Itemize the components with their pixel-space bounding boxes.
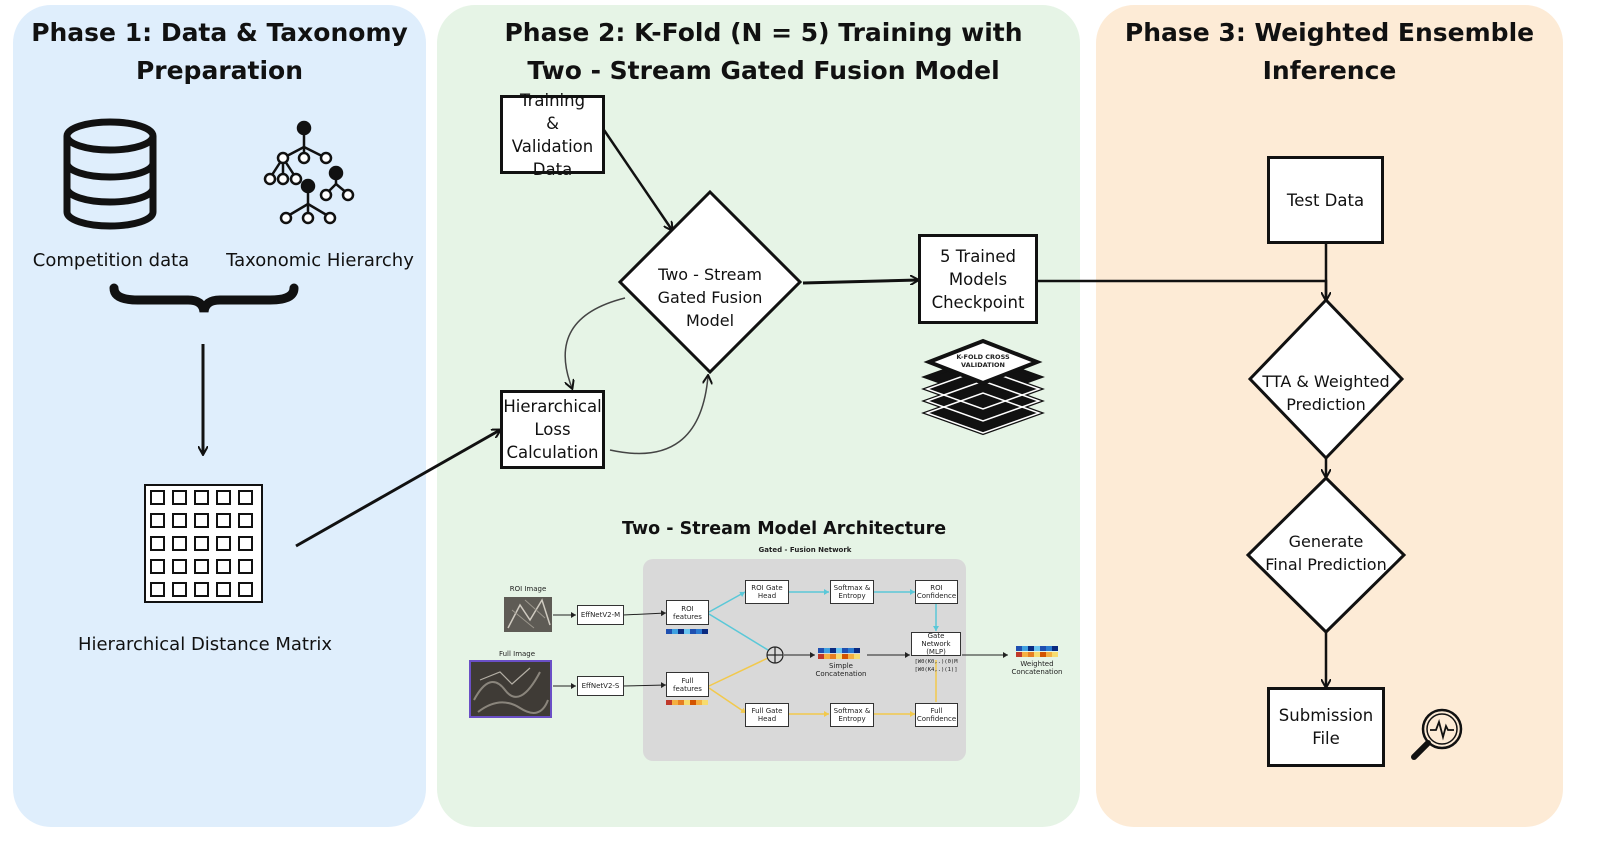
arrow-training-to-model	[602, 129, 672, 230]
roi-gate-head-box: ROI Gate Head	[745, 580, 789, 604]
taxonomic-hierarchy-label: Taxonomic Hierarchy	[226, 250, 414, 271]
distance-matrix-label: Hierarchical Distance Matrix	[77, 634, 333, 655]
simple-concat-label: Simple Concatenation	[815, 662, 867, 678]
roi-feature-strip	[666, 629, 708, 634]
gate-network-box: Gate Network (MLP)	[911, 632, 961, 656]
hierarchy-tree-icon	[263, 120, 355, 225]
effnet-s-box: EffNetV2-S	[577, 676, 624, 696]
phase1-title: Phase 1: Data & Taxonomy Preparation	[31, 18, 408, 85]
test-data-box: Test Data	[1267, 156, 1384, 244]
full-confidence-box: Full Confidence	[915, 703, 958, 727]
kfold-label: K-FOLD CROSS VALIDATION	[956, 353, 1010, 369]
arrow-matrix-to-loss	[295, 430, 500, 548]
effnet-m-box: EffNetV2-M	[577, 605, 624, 625]
weighted-concat-label: Weighted Concatenation	[1011, 660, 1063, 676]
weighted-concat-strip	[1016, 646, 1058, 657]
roi-image-label: ROI Image	[509, 585, 547, 593]
phase3-title: Phase 3: Weighted Ensemble Inference	[1124, 18, 1535, 85]
generate-diamond-label: Generate Final Prediction	[1265, 532, 1387, 574]
full-feature-strip	[666, 700, 708, 705]
full-gate-head-box: Full Gate Head	[745, 703, 789, 727]
gate-values-label: [W0(K0,.)(0)M [W0(K4,.)(1)]	[914, 659, 958, 673]
arrow-model-to-checkpoint	[802, 280, 918, 283]
competition-data-label: Competition data	[32, 250, 190, 271]
full-image-label: Full Image	[498, 650, 536, 658]
softmax-bottom-box: Softmax & Entropy	[830, 703, 874, 727]
tta-diamond-label: TTA & Weighted Prediction	[1262, 372, 1390, 414]
training-data-box: Training & Validation Data	[500, 91, 605, 179]
loss-box: Hierarchical Loss Calculation	[500, 390, 605, 469]
database-icon	[63, 118, 157, 230]
submission-box: Submission File	[1267, 687, 1385, 767]
checkpoint-box: 5 Trained Models Checkpoint	[918, 234, 1038, 324]
kfold-stack-icon	[921, 338, 1045, 436]
phase1-panel	[13, 5, 426, 827]
roi-confidence-box: ROI Confidence	[915, 580, 958, 604]
roi-image-thumb	[504, 597, 552, 632]
curve-model-to-loss	[564, 297, 626, 388]
roi-features-box: ROI features	[666, 600, 709, 625]
full-image-thumb	[469, 660, 552, 718]
architecture-subtitle: Gated - Fusion Network	[758, 546, 852, 554]
matrix-grid-icon	[144, 484, 263, 603]
tta-diamond-shape	[1247, 297, 1405, 461]
full-features-box: Full features	[666, 672, 709, 697]
phase2-title: Phase 2: K-Fold (N = 5) Training with Tw…	[504, 18, 1023, 85]
architecture-title: Two - Stream Model Architecture	[622, 519, 947, 539]
magnifier-icon	[1411, 708, 1463, 760]
model-diamond-shape	[617, 189, 803, 375]
softmax-top-box: Softmax & Entropy	[830, 580, 874, 604]
generate-diamond-shape	[1245, 475, 1407, 635]
curve-loss-to-model	[609, 376, 708, 455]
curly-brace-icon	[109, 283, 299, 313]
model-diamond-label: Two - Stream Gated Fusion Model	[657, 264, 763, 330]
simple-concat-strip	[818, 648, 860, 659]
